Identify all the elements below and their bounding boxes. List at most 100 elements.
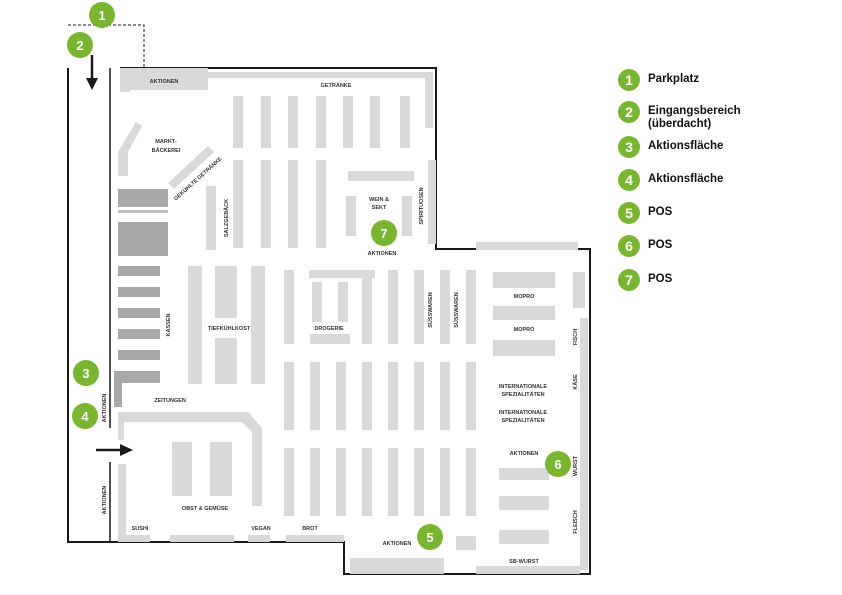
shelf <box>210 442 232 496</box>
shelf <box>316 160 326 248</box>
legend-number: 1 <box>618 69 640 91</box>
marker-badges: 1 2 3 4 5 6 7 <box>67 2 571 550</box>
shelf <box>580 318 588 570</box>
legend-item-aktionsflaeche-3: 3 Aktionsfläche <box>618 136 723 158</box>
shelf <box>118 122 142 176</box>
shelf <box>118 535 150 542</box>
dark-shelf <box>118 189 168 207</box>
label-aktionen-top: AKTIONEN <box>150 79 179 85</box>
label-drogerie: DROGERIE <box>314 326 344 332</box>
legend-number: 7 <box>618 269 640 291</box>
shelf <box>233 160 243 248</box>
label-aktionen-left-1: AKTIONEN <box>102 394 108 423</box>
svg-text:7: 7 <box>380 226 387 241</box>
shelf <box>400 96 410 148</box>
dark-shelf <box>118 222 168 256</box>
dark-fixtures <box>114 189 168 407</box>
dark-shelf <box>114 371 122 407</box>
parking-path <box>68 24 145 68</box>
shelf <box>362 362 372 430</box>
shelf <box>118 412 262 506</box>
label-internationale-2: INTERNATIONALE <box>499 410 548 416</box>
legend-text: Aktionsfläche <box>648 140 724 152</box>
shelf <box>388 270 398 344</box>
label-internationale-2b: SPEZIALITÄTEN <box>501 417 544 424</box>
shelf <box>251 266 265 384</box>
label-fleisch: FLEISCH <box>573 510 579 534</box>
shelf <box>310 362 320 430</box>
shelf <box>466 270 476 344</box>
shelf <box>310 448 320 516</box>
svg-text:3: 3 <box>82 366 89 381</box>
shelf <box>414 448 424 516</box>
legend-number: 3 <box>618 136 640 158</box>
shelf <box>206 186 216 250</box>
entrance-arrow <box>86 55 98 90</box>
exit-arrow <box>96 444 133 456</box>
label-aktionen-left-2: AKTIONEN <box>102 486 108 515</box>
shelf <box>343 96 353 148</box>
shelf <box>120 68 130 92</box>
legend-item-pos-6: 6 POS <box>618 235 672 257</box>
checkout-lane <box>118 287 160 297</box>
shelf <box>388 448 398 516</box>
shelf <box>348 171 414 181</box>
shelf <box>118 464 126 536</box>
shelf <box>440 362 450 430</box>
label-kaese: KÄSE <box>572 374 579 390</box>
shelf <box>362 448 372 516</box>
shelf <box>120 68 208 90</box>
shelf <box>493 340 555 356</box>
shelf <box>312 282 322 322</box>
outer-wall <box>67 67 591 575</box>
legend-text: POS <box>648 273 673 285</box>
shelf <box>362 270 372 344</box>
shelf <box>188 266 202 384</box>
legend-text: POS <box>648 206 673 218</box>
svg-text:6: 6 <box>554 457 561 472</box>
label-wein-sekt-2: SEKT <box>372 205 387 211</box>
marker-5: 5 <box>417 524 443 550</box>
shelf <box>118 210 168 213</box>
shelf <box>350 558 444 574</box>
shelf <box>261 96 271 148</box>
shelf <box>284 362 294 430</box>
label-sushi: SUSHI <box>132 526 149 532</box>
shelf <box>286 535 344 542</box>
label-aktionen-bottom: AKTIONEN <box>383 541 412 547</box>
shelf <box>336 448 346 516</box>
shelf <box>493 306 555 320</box>
marker-7: 7 <box>371 220 397 246</box>
label-markt-baeckerei: MARKT- <box>155 139 177 145</box>
marker-6: 6 <box>545 451 571 477</box>
svg-text:4: 4 <box>81 409 89 424</box>
shelf <box>248 535 270 542</box>
label-getraenke: GETRÄNKE <box>321 82 352 89</box>
label-mopro-1: MOPRO <box>514 294 536 300</box>
shelf <box>346 196 356 236</box>
legend-number: 2 <box>618 101 640 123</box>
shelf <box>414 362 424 430</box>
checkout-lane <box>118 308 160 318</box>
legend-item-parkplatz: 1 Parkplatz <box>618 69 699 91</box>
shelf <box>499 468 549 480</box>
shelf <box>288 160 298 248</box>
legend-item-pos-7: 7 POS <box>618 269 672 291</box>
label-kassen: KASSEN <box>166 314 172 337</box>
label-aktionen-right: AKTIONEN <box>510 451 539 457</box>
label-wein-sekt: WEIN & <box>369 197 389 203</box>
label-fisch: FISCH <box>573 329 579 346</box>
label-markt-baeckerei-2: BÄCKEREI <box>152 147 181 154</box>
checkout-lane <box>118 266 160 276</box>
shelf <box>310 334 350 344</box>
label-salzgebaeck: SALZGEBÄCK <box>223 199 230 237</box>
shelves <box>118 68 588 574</box>
marker-1: 1 <box>89 2 115 28</box>
shelf <box>476 566 580 574</box>
shelf <box>370 96 380 148</box>
label-spirituosen: SPIRITUOSEN <box>419 187 425 224</box>
label-tiefkuehlkost: TIEFKÜHLKOST <box>208 325 251 332</box>
shelf <box>493 272 555 288</box>
shelf <box>414 270 424 344</box>
